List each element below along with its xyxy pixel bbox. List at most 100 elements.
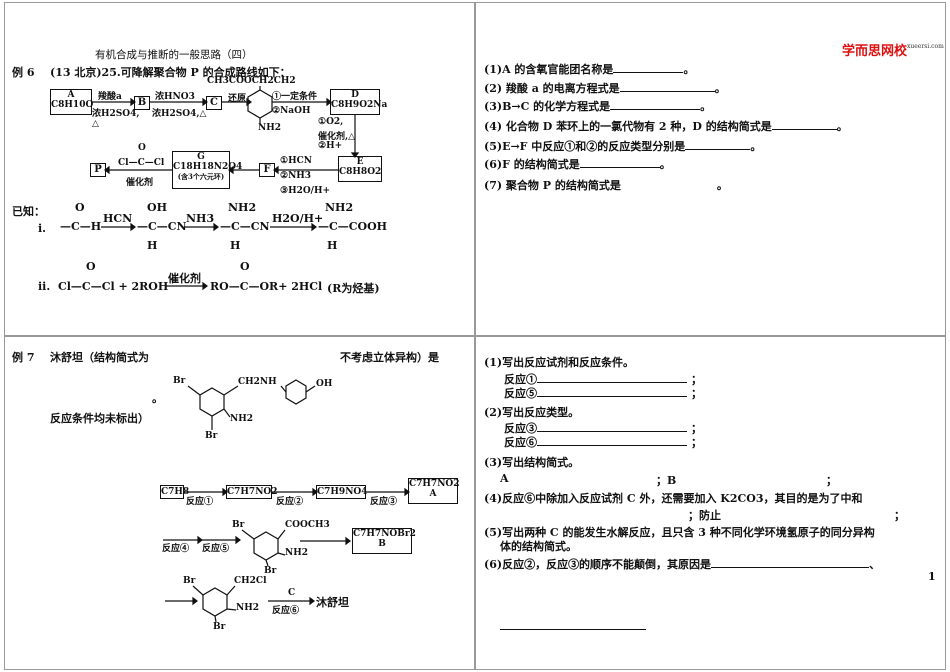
arrow3-reagent: 还原 xyxy=(228,94,247,104)
q7-part-1: (1)写出反应试剂和反应条件。 xyxy=(484,356,635,369)
known-i-hydrolysis: H2O/H+ xyxy=(272,212,324,225)
compound-G-formula: C18H18N2O4 xyxy=(173,162,243,172)
semicolon: ； xyxy=(691,373,702,386)
route-arrows-ex6 xyxy=(92,86,360,175)
reaction-1-answer-label: 反应① xyxy=(504,373,537,386)
ambroxol-product: 沐舒坦 xyxy=(316,596,349,609)
semicolon: ； xyxy=(691,436,702,449)
compound-A7-box: C7H7NO2 A xyxy=(408,478,460,504)
question-period: 。 xyxy=(750,140,762,153)
ambroxol-chain: CH2NH xyxy=(238,377,277,387)
known-ii-lhs: Cl—C—Cl + 2ROH xyxy=(58,280,169,293)
known-i-hcn: HCN xyxy=(103,212,133,225)
answer-blank[interactable] xyxy=(685,149,751,150)
compound-B7-label: B xyxy=(378,539,386,549)
answer-blank[interactable] xyxy=(619,91,715,92)
question-text: (5)E→F 中反应①和②的反应类型分别是 xyxy=(484,140,686,153)
ester-br-bottom: Br xyxy=(264,566,277,576)
page-heading: 有机合成与推断的一般思路（四） xyxy=(95,49,253,61)
question-6-2: (2) 羧酸 a 的电离方程式是。 xyxy=(484,80,726,96)
known-i-cyanohydrin: —C—CN xyxy=(137,220,187,233)
answer-blank-1b[interactable] xyxy=(537,396,687,397)
chloride-ch2cl: CH2Cl xyxy=(234,576,267,586)
reaction-5-label: 反应⑤ xyxy=(202,544,230,554)
compound-G-note: (含3个六元环) xyxy=(177,172,225,181)
question-period: 。 xyxy=(700,100,712,113)
compound-B7-box: C7H7NOBr2 B xyxy=(352,528,416,554)
answer-blank[interactable] xyxy=(771,129,837,130)
answer-blank-6[interactable] xyxy=(711,567,870,568)
catalyst-label: 催化剂 xyxy=(126,178,154,188)
answer-blank-2b[interactable] xyxy=(537,445,687,446)
answer-blank[interactable] xyxy=(610,109,701,110)
oxidation-step: ①O2, xyxy=(318,117,344,127)
nitrotoluene-box: C7H7NO2 xyxy=(226,485,278,499)
q7-part-6-text: (6)反应②，反应③的顺序不能颠倒，其原因是 xyxy=(484,558,712,571)
q7-part-5: (5)写出两种 C 的能发生水解反应，且只含 3 种不同化学环境氢原子的同分异构 xyxy=(484,526,875,539)
example-7-label: 例 7 xyxy=(12,351,35,364)
reaction-2-label: 反应② xyxy=(276,497,304,507)
compound-B7-formula: C7H7NOBr2 xyxy=(353,529,416,539)
answer-blank[interactable] xyxy=(613,72,684,73)
known-i-aminoacid: —C—COOH xyxy=(318,220,388,233)
ef-step-2: ②NH3 xyxy=(280,171,312,181)
answer-blank-1a[interactable] xyxy=(537,382,687,383)
chloride-br-top: Br xyxy=(183,576,196,586)
arrow1-heat: △ xyxy=(92,119,99,129)
known-i-label: i. xyxy=(38,222,47,235)
known-ii-lhs-O: O xyxy=(86,260,96,273)
page-number: 1 xyxy=(928,570,936,583)
q7-part-3a: A xyxy=(500,472,509,485)
compound-E-box: E C8H8O2 xyxy=(338,156,382,182)
amine-group: NH2 xyxy=(258,123,281,133)
q7-part-3b: ；B xyxy=(656,474,677,487)
question-period: 。 xyxy=(836,120,848,133)
question-text: (4) 化合物 D 苯环上的一氯代物有 2 种，D 的结构简式是 xyxy=(484,120,772,133)
ester-group: COOCH3 xyxy=(285,520,330,530)
question-text: (1)A 的含氧官能团名称是 xyxy=(484,63,614,76)
reaction-1-label: 反应① xyxy=(186,497,214,507)
intro-period: 。 xyxy=(152,392,163,405)
ef-step-1: ①HCN xyxy=(280,156,312,166)
reaction-6-reagent: C xyxy=(288,588,296,598)
q7-part-5b: 体的结构简式。 xyxy=(500,540,577,553)
question-period: 。 xyxy=(659,158,671,171)
step-1-condition: ①一定条件 xyxy=(272,92,318,102)
compound-G-box: G C18H18N2O4 (含3个六元环) xyxy=(172,151,243,189)
known-i-aldehyde: —C—H xyxy=(60,220,102,233)
compound-A7-formula: C7H7NO2 xyxy=(409,479,460,489)
quadrant-example-7-route xyxy=(4,336,475,670)
q7-part-3: (3)写出结构简式。 xyxy=(484,456,580,469)
quadrant-example-6-route xyxy=(4,2,475,336)
question-period: 。 xyxy=(716,179,728,192)
acidify-step: ②H+ xyxy=(318,141,343,151)
chloride-br-bottom: Br xyxy=(213,622,226,632)
q7-part-4-end: ； xyxy=(894,509,905,522)
q7-part-3-end: ； xyxy=(826,474,837,487)
known-label: 已知： xyxy=(12,205,45,218)
ester-br-top: Br xyxy=(232,520,245,530)
known-i-nh2-b: NH2 xyxy=(325,201,354,214)
example-7-note: 反应条件均未标出） xyxy=(50,412,149,425)
reaction-4-label: 反应④ xyxy=(162,544,190,554)
known-i-h2: H xyxy=(230,239,241,252)
known-i-oh: OH xyxy=(147,201,167,214)
reaction-3-label: 反应③ xyxy=(370,497,398,507)
answer-blank[interactable] xyxy=(579,167,660,168)
phosgene-reagent: Cl—C—Cl xyxy=(118,158,165,168)
known-ii-label: ii. xyxy=(38,280,51,293)
q7-part-6: (6)反应②，反应③的顺序不能颠倒，其原因是、 xyxy=(484,556,880,572)
known-arrows xyxy=(101,222,317,291)
reaction-6-answer-label: 反应⑥ xyxy=(504,436,537,449)
compound-D-label: D xyxy=(351,90,359,100)
answer-blank-2a[interactable] xyxy=(537,431,687,432)
question-period: 。 xyxy=(683,63,695,76)
quadrant-example-6-questions xyxy=(475,2,946,336)
ef-step-3: ③H2O/H+ xyxy=(280,186,331,196)
reaction-5-answer-label: 反应⑤ xyxy=(504,387,537,400)
known-ii-note: (R为烃基) xyxy=(327,282,380,295)
question-text: (3)B→C 的化学方程式是 xyxy=(484,100,611,113)
cyclohexane-ring xyxy=(285,379,307,405)
ambroxol-nh2: NH2 xyxy=(230,414,253,424)
